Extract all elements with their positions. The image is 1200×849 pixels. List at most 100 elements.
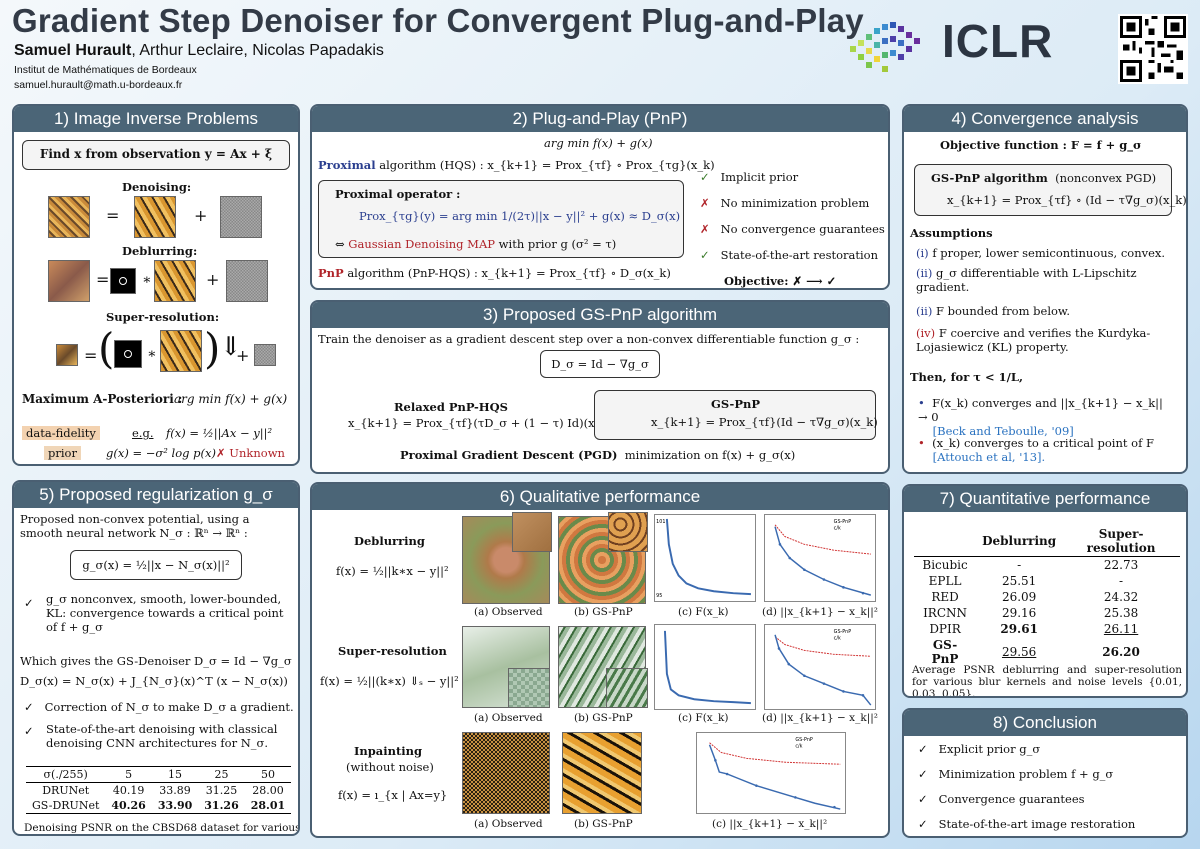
inp-observed-image <box>462 732 550 814</box>
quant-caption: Average PSNR deblurring and super-resolu… <box>912 664 1182 698</box>
inp-gspnp-image <box>562 732 642 814</box>
deblur-caption-a: (a) Observed <box>474 606 543 618</box>
sr-formula: f(x) = ½||(k∗x) ⇓ₛ − y||² <box>320 674 459 688</box>
hqs-line: Proximal algorithm (HQS) : x_{k+1} = Pro… <box>318 158 715 172</box>
sr-kernel-image <box>114 340 142 368</box>
data-fidelity-formula: f(x) = ½||Ax − y||² <box>166 426 273 440</box>
butterfly-sharp-image <box>154 260 196 302</box>
butterfly-lowres-image <box>56 344 78 366</box>
gspnp-formula: x_{k+1} = Prox_{τf}(Id − τ∇g_σ)(x_k) <box>651 415 878 429</box>
butterfly-blurred-image <box>48 260 90 302</box>
deblur-caption-b: (b) GS-PnP <box>574 606 633 618</box>
institution: Institut de Mathématiques de Bordeaux <box>14 64 197 76</box>
assumption-3: (ii) F bounded from below. <box>916 304 1071 318</box>
pgd-line: Proximal Gradient Descent (PGD) minimiza… <box>400 448 796 462</box>
section-5-title: 5) Proposed regularization g_σ <box>14 482 298 508</box>
sr-caption-a: (a) Observed <box>474 712 543 724</box>
prior-formula: g(x) = −σ² log p(x) <box>106 446 216 460</box>
prior-label: prior <box>44 446 81 460</box>
butterfly-hr-image <box>160 330 202 372</box>
objective-line: Objective: ✗ ⟶ ✓ <box>724 274 837 288</box>
conclusion-item-2: ✓ Minimization problem f + g_σ <box>918 767 1114 781</box>
section-plug-and-play: 2) Plug-and-Play (PnP) arg min f(x) + g(… <box>310 104 890 290</box>
conclusion-item-3: ✓ Convergence guarantees <box>918 792 1085 806</box>
deblur-caption-d: (d) ||x_{k+1} − x_k||² <box>762 606 878 618</box>
main-author: Samuel Hurault <box>14 42 132 59</box>
sr-observed-image <box>462 626 550 708</box>
objective-function: Objective function : F = f + g_σ <box>940 138 1142 152</box>
svg-text:101: 101 <box>656 519 665 525</box>
check-1: ✓ Implicit prior <box>700 170 799 184</box>
reg-check-1: ✓g_σ nonconvex, smooth, lower-bounded, K… <box>24 592 284 634</box>
other-authors: , Arthur Leclaire, Nicolas Papadakis <box>131 42 384 59</box>
noise-image <box>220 196 262 238</box>
section-4-title: 4) Convergence analysis <box>904 106 1186 132</box>
inp-dx-plot: GS-PnP c/k <box>696 732 846 814</box>
assumption-2: (ii) g_σ differentiable with L-Lipschitz… <box>916 266 1137 294</box>
deblur-formula: f(x) = ½||k∗x − y||² <box>336 564 449 578</box>
sr-gspnp-zoom <box>606 668 648 708</box>
email: samuel.hurault@math.u-bordeaux.fr <box>14 79 183 91</box>
pnp-argmin: arg min f(x) + g(x) <box>544 136 653 150</box>
deblur-gspnp-zoom <box>608 512 648 552</box>
section-7-title: 7) Quantitative performance <box>904 486 1186 512</box>
section-3-title: 3) Proposed GS-PnP algorithm <box>312 302 888 328</box>
blur-kernel-image <box>110 268 136 294</box>
map-label: Maximum A-Posteriori : <box>22 392 183 406</box>
svg-text:c/k: c/k <box>834 636 841 642</box>
assumptions-title: Assumptions <box>910 226 993 240</box>
prox-op-formula: Prox_{τg}(y) = arg min 1/(2τ)||x − y||² … <box>359 209 681 223</box>
butterfly-clean-image <box>134 196 176 238</box>
check-2: ✗ No minimization problem <box>700 196 870 210</box>
poster-header: Gradient Step Denoiser for Convergent Pl… <box>0 0 1200 100</box>
sr-caption-d: (d) ||x_{k+1} − x_k||² <box>762 712 878 724</box>
result-1: • F(x_k) converges and ||x_{k+1} − x_k||… <box>918 396 1163 438</box>
denoising-label: Denoising: <box>122 180 192 194</box>
train-text: Train the denoiser as a gradient descent… <box>318 332 860 346</box>
gspnp-box: GS-PnP x_{k+1} = Prox_{τf}(Id − τ∇g_σ)(x… <box>594 390 878 440</box>
section-1-title: 1) Image Inverse Problems <box>14 106 298 132</box>
conclusion-item-4: ✓ State-of-the-art image restoration <box>918 817 1136 831</box>
data-fidelity-label: data-fidelity <box>22 426 100 440</box>
iclr-logo-text: ICLR <box>942 15 1054 67</box>
qr-code-icon <box>1118 14 1188 84</box>
reg-check-2: ✓ Correction of N_σ to make D_σ a gradie… <box>24 700 294 714</box>
eg-label: e.g. <box>132 426 154 440</box>
inp-formula: f(x) = ı_{x | Ax=y} <box>338 788 448 802</box>
table-caption: Denoising PSNR on the CBSD68 dataset for… <box>24 822 300 834</box>
section-2-title: 2) Plug-and-Play (PnP) <box>312 106 888 132</box>
inp-caption-c: (c) ||x_{k+1} − x_k||² <box>712 818 828 830</box>
gaussian-denoising-line: ⇔ Gaussian Denoising MAP with prior g (σ… <box>335 237 617 251</box>
gspnp-title: GS-PnP <box>711 397 760 411</box>
gs-algo-title: GS-PnP algorithm (nonconvex PGD) <box>931 171 1157 185</box>
noise-small-image <box>254 344 276 366</box>
proximal-operator-box: Proximal operator : Prox_{τg}(y) = arg m… <box>318 180 684 258</box>
assumption-1: (i) f proper, lower semicontinuous, conv… <box>916 246 1166 260</box>
reg-check-3: ✓State-of-the-art denoising with classic… <box>24 722 278 750</box>
map-formula: arg min f(x) + g(x) <box>174 392 288 406</box>
sr-observed-zoom <box>508 668 550 708</box>
find-x-box: Find x from observation y = Ax + ξ <box>22 140 290 170</box>
table-row: Bicubic-22.73 <box>922 558 1139 572</box>
prox-op-title: Proximal operator : <box>335 187 461 201</box>
svg-text:GS-PnP: GS-PnP <box>834 629 852 635</box>
authors: Samuel Hurault, Arthur Leclaire, Nicolas… <box>14 42 384 60</box>
section-8-title: 8) Conclusion <box>904 710 1186 736</box>
section-gs-pnp-algorithm: 3) Proposed GS-PnP algorithm Train the d… <box>310 300 890 474</box>
gsigma-box: g_σ(x) = ½||x − N_σ(x)||² <box>70 550 242 580</box>
dsigma-box: D_σ = Id − ∇g_σ <box>540 350 660 378</box>
section-6-title: 6) Qualitative performance <box>312 484 888 510</box>
section-conclusion: 8) Conclusion ✓ Explicit prior g_σ ✓ Min… <box>902 708 1188 838</box>
relaxed-formula: x_{k+1} = Prox_{τf}(τD_σ + (1 − τ) Id)(x… <box>348 416 612 430</box>
inp-caption-a: (a) Observed <box>474 818 543 830</box>
sr-caption-b: (b) GS-PnP <box>574 712 633 724</box>
inp-sub: (without noise) <box>346 760 434 774</box>
then-line: Then, for τ < 1/L, <box>910 370 1023 384</box>
